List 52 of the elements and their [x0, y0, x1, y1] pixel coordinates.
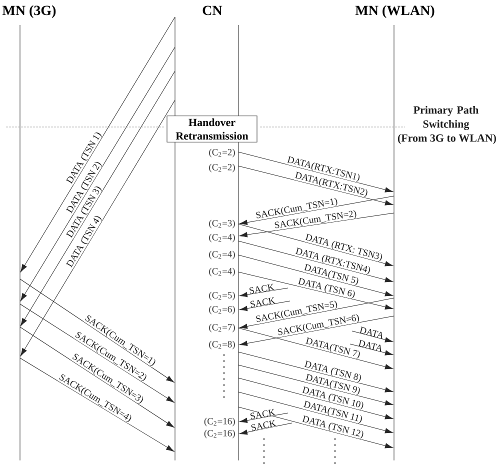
edge-label: SACK	[250, 420, 276, 432]
note-text: (From 3G to WLAN)	[398, 134, 496, 144]
heading: MN (WLAN)	[355, 5, 434, 18]
arrow	[238, 328, 394, 370]
process-box: Handover Retransmission	[166, 116, 258, 142]
annotation: (C$_{2}$=4)	[209, 268, 235, 276]
annotation: (C$_{2}$=7)	[209, 324, 235, 332]
annotation: (C$_{2}$=3)	[209, 220, 235, 228]
arrow	[239, 196, 394, 226]
arrow	[352, 330, 394, 342]
arrow	[20, 358, 174, 452]
arrow	[238, 254, 394, 296]
arrow	[20, 326, 174, 428]
edge-label: DATA	[359, 326, 384, 339]
annotation: (C$_{2}$=5)	[209, 292, 235, 300]
arrow	[238, 152, 394, 192]
arrow	[239, 298, 394, 329]
arrow	[238, 166, 394, 206]
annotation: (C$_{2}$=2)	[209, 148, 235, 158]
arrow	[20, 46, 176, 302]
arrow	[238, 272, 394, 310]
arrow	[239, 422, 292, 435]
annotation: (C$_{2}$=2)	[209, 164, 235, 172]
edge-label: DATA	[358, 340, 384, 352]
arrow	[238, 240, 394, 282]
annotation: (C$_{2}$=4)	[209, 234, 235, 242]
annotation: (C$_{2}$=16)	[204, 418, 235, 426]
annotation: (C$_{2}$=8)	[209, 340, 235, 350]
note-text: Primary Path Switching	[414, 106, 479, 130]
arrow	[20, 16, 176, 272]
annotation: (C$_{2}$=4)	[209, 250, 235, 260]
arrow	[20, 100, 176, 356]
arrow	[20, 278, 174, 383]
arrow	[238, 392, 394, 434]
arrow	[238, 352, 394, 392]
heading: MN (3G)	[2, 5, 56, 18]
arrow	[239, 212, 394, 238]
arrow	[238, 378, 394, 420]
annotation: (C$_{2}$=6)	[209, 306, 235, 314]
arrow	[239, 316, 394, 346]
arrow	[350, 344, 394, 356]
arrow	[239, 288, 288, 298]
edge-label: SACK	[248, 284, 275, 294]
arrow	[238, 224, 394, 266]
arrow	[238, 406, 394, 448]
annotation: (C$_{2}$=16)	[204, 430, 235, 438]
arrow	[20, 304, 174, 403]
arrow	[238, 364, 394, 406]
arrow	[239, 300, 290, 312]
arrow	[239, 412, 288, 423]
arrow	[20, 70, 176, 326]
edge-label: SACK	[250, 408, 276, 420]
